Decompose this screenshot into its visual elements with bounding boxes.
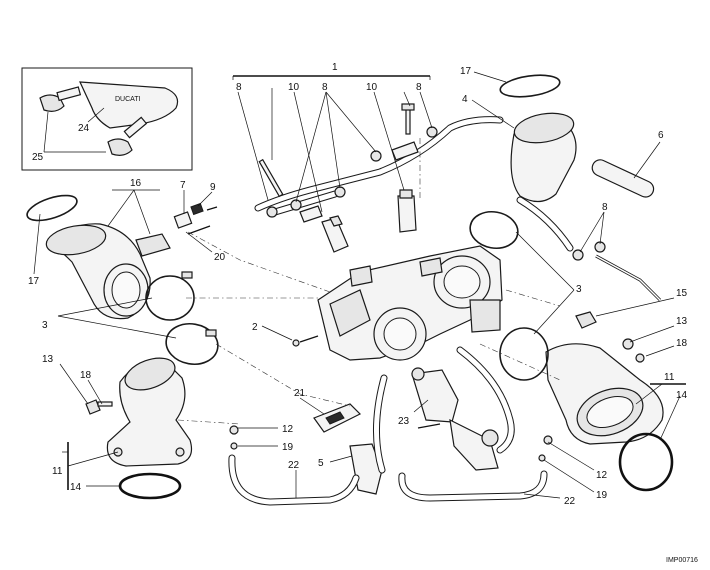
label-23: 23 [398, 416, 410, 427]
label-18b: 18 [676, 338, 688, 349]
label-11a: 11 [52, 466, 63, 477]
right-breather-lines [595, 254, 662, 302]
left-clamp-rings [145, 271, 219, 366]
label-4: 4 [462, 94, 468, 105]
bolt-top [39, 94, 65, 112]
leader-lines [33, 71, 686, 499]
part-labels: 8 10 8 10 8 17 4 6 8 16 7 9 20 17 3 2 3 … [28, 66, 698, 564]
label-13a: 13 [42, 354, 54, 365]
label-24: 24 [78, 123, 90, 134]
label-6: 6 [658, 130, 664, 141]
left-airbox-boot [26, 194, 218, 320]
tee-fitting-right [391, 141, 419, 161]
label-9: 9 [210, 182, 216, 193]
bolt-bottom [107, 138, 133, 156]
right-airbox-boot [469, 74, 655, 381]
label-3b: 3 [576, 284, 582, 295]
label-8b: 8 [322, 82, 328, 93]
label-20: 20 [214, 252, 226, 263]
label-13b: 13 [676, 316, 688, 327]
inset-kit-box: DUCATI 24 25 [21, 67, 193, 171]
label-22b: 22 [564, 496, 576, 507]
label-1: 1 [332, 62, 338, 73]
label-22a: 22 [288, 460, 300, 471]
label-10a: 10 [288, 82, 300, 93]
rear-intake-manifold [545, 311, 674, 492]
label-17a: 17 [28, 276, 40, 287]
label-8a: 8 [236, 82, 242, 93]
label-8c: 8 [416, 82, 422, 93]
label-18a: 18 [80, 370, 92, 381]
front-intake-manifold [85, 357, 193, 500]
label-15: 15 [676, 288, 688, 299]
bolt-10a [258, 158, 284, 198]
label-25: 25 [32, 152, 44, 163]
label-19a: 19 [282, 442, 294, 453]
label-16: 16 [130, 178, 142, 189]
kit-text: DUCATI [115, 96, 141, 103]
kit-plate [79, 81, 179, 129]
label-3a: 3 [42, 320, 48, 331]
hose-6 [591, 159, 655, 198]
lower-hoses [228, 346, 553, 506]
injectors [321, 189, 417, 253]
label-10b: 10 [366, 82, 378, 93]
label-21: 21 [294, 388, 306, 399]
tee-fitting-left [299, 205, 323, 223]
label-14a: 14 [70, 482, 82, 493]
label-5: 5 [318, 458, 324, 469]
label-7: 7 [180, 180, 186, 191]
label-19b: 19 [596, 490, 608, 501]
label-12b: 12 [596, 470, 608, 481]
label-12a: 12 [282, 424, 294, 435]
drawing-code: IMP00716 [666, 557, 698, 564]
idle-control-valve [411, 367, 499, 471]
label-11b: 11 [664, 372, 675, 383]
label-8d: 8 [602, 202, 608, 213]
label-2: 2 [252, 322, 258, 333]
group-1-bracket: 1 [232, 62, 431, 80]
sensor-21 [313, 403, 383, 495]
vacuum-hoses-upper [254, 116, 574, 252]
label-14b: 14 [676, 390, 688, 401]
label-17b: 17 [460, 66, 472, 77]
throttle-body [292, 245, 503, 361]
assembly-lines [177, 138, 561, 425]
